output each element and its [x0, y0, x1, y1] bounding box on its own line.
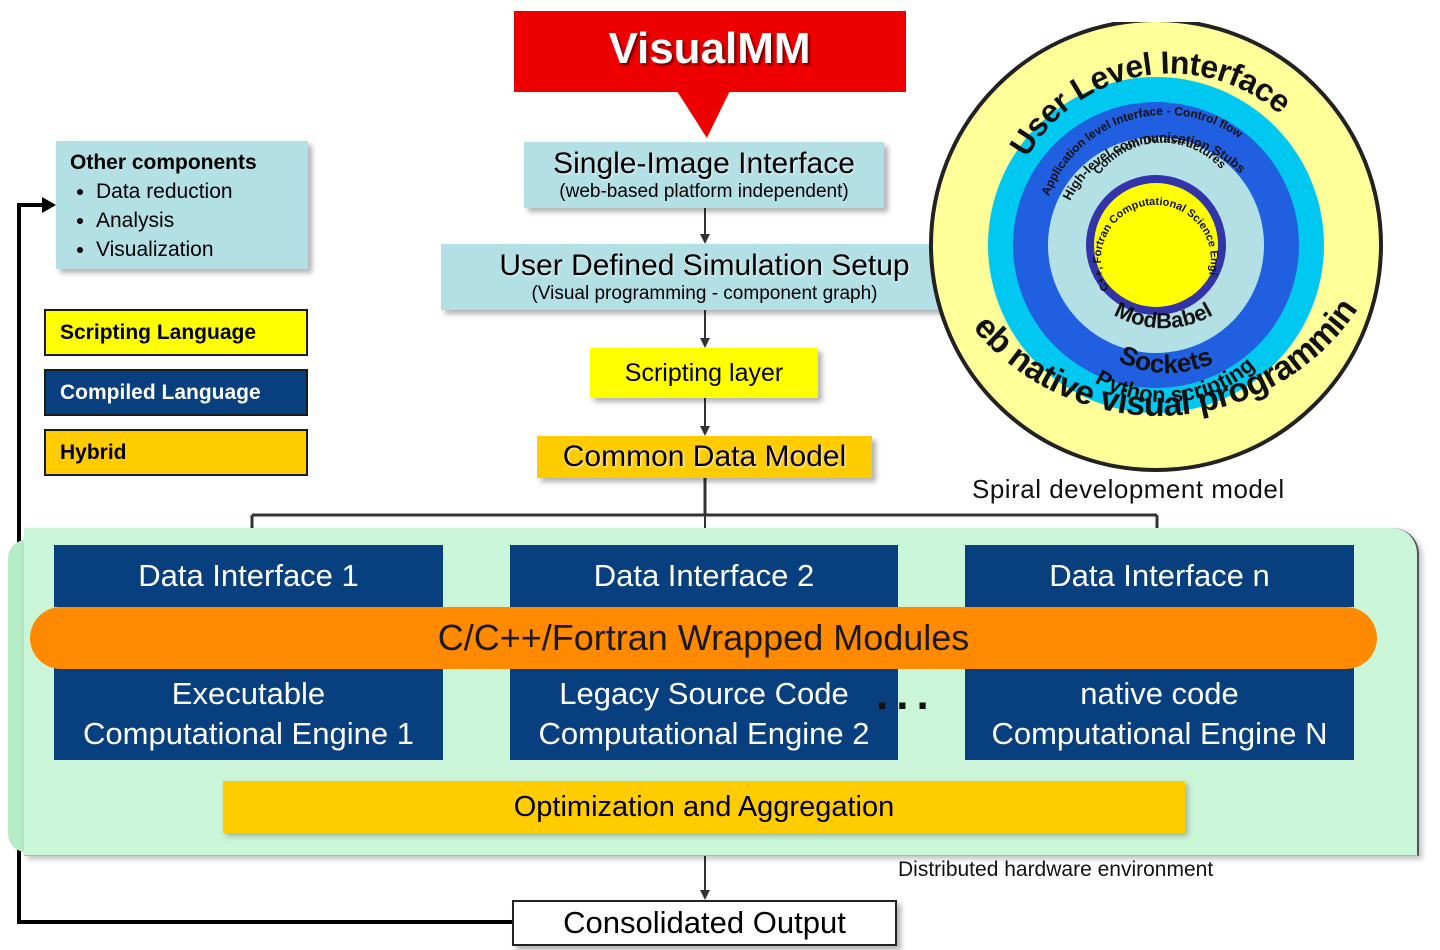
ring-core: [1094, 183, 1218, 307]
user-defined-setup-title: User Defined Simulation Setup: [499, 249, 910, 282]
spiral-caption: Spiral development model: [972, 474, 1285, 504]
data-interface-2: Data Interface 2: [510, 545, 898, 607]
list-item: Analysis: [96, 206, 294, 235]
data-interface-n: Data Interface n: [965, 545, 1354, 607]
title-callout: [512, 9, 908, 143]
user-defined-setup-box: User Defined Simulation Setup (Visual pr…: [441, 244, 968, 310]
list-item: Visualization: [96, 235, 294, 264]
single-image-interface-subtitle: (web-based platform independent): [559, 181, 849, 202]
optimization-aggregation-bar: Optimization and Aggregation: [223, 781, 1185, 833]
wrapped-modules-bar: C/C++/Fortran Wrapped Modules: [30, 607, 1377, 669]
common-data-model-label: Common Data Model: [562, 440, 847, 473]
scripting-layer-label: Scripting layer: [624, 359, 784, 387]
engine-n-line2: Computational Engine N: [991, 716, 1328, 751]
engine-n-line1: native code: [1080, 676, 1239, 711]
list-item: Data reduction: [96, 177, 294, 206]
spiral-diagram: User Level Interface Web native visual p…: [926, 22, 1383, 472]
legend-compiled-language: Compiled Language: [44, 369, 308, 416]
computational-engine-n: native code Computational Engine N: [965, 668, 1354, 760]
legend-hybrid: Hybrid: [44, 429, 308, 476]
other-components-list: Data reduction Analysis Visualization: [70, 177, 294, 264]
scripting-layer-box: Scripting layer: [590, 348, 818, 398]
engine-2-line1: Legacy Source Code: [559, 676, 849, 711]
engine-1-line1: Executable: [171, 676, 326, 711]
user-defined-setup-subtitle: (Visual programming - component graph): [531, 283, 878, 304]
other-components-heading: Other components: [70, 151, 257, 174]
common-data-model-box: Common Data Model: [537, 436, 872, 478]
feedback-arrowhead: [42, 197, 56, 213]
consolidated-output-box: Consolidated Output: [512, 900, 897, 946]
engine-2-line2: Computational Engine 2: [538, 716, 870, 751]
computational-engine-1: Executable Computational Engine 1: [54, 668, 443, 760]
title-text: VisualMM: [608, 24, 811, 73]
engine-1-line2: Computational Engine 1: [83, 716, 414, 751]
computational-engine-2: Legacy Source Code Computational Engine …: [510, 668, 898, 760]
distributed-hardware-label: Distributed hardware environment: [898, 858, 1214, 881]
single-image-interface-title: Single-Image Interface: [553, 147, 855, 180]
other-components-box: Other components Data reduction Analysis…: [56, 141, 308, 269]
legend-scripting-language: Scripting Language: [44, 309, 308, 356]
single-image-interface-box: Single-Image Interface (web-based platfo…: [524, 142, 884, 208]
data-interface-1: Data Interface 1: [54, 545, 443, 607]
ellipsis: ...: [876, 670, 937, 719]
